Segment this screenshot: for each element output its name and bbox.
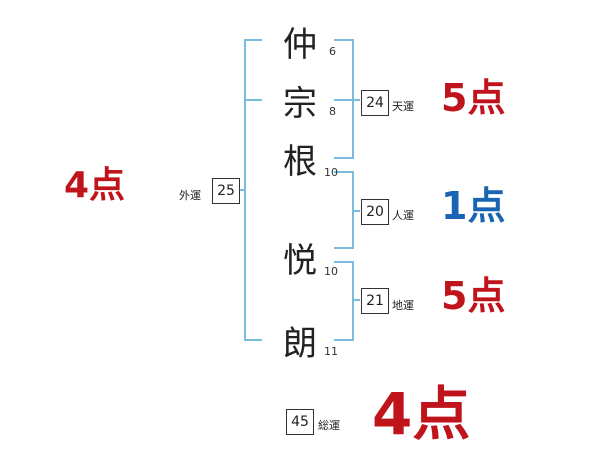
stroke-count-1: 6 <box>329 45 336 58</box>
gaiun-label: 外運 <box>179 189 201 202</box>
tenun-label: 天運 <box>392 100 414 113</box>
stroke-count-4: 10 <box>324 265 338 278</box>
chiun-score: 5点 <box>441 274 506 318</box>
souun-label: 総運 <box>318 419 340 432</box>
chiun-value-box: 21 <box>361 288 389 314</box>
name-char-3: 根 <box>283 142 317 182</box>
name-char-2: 宗 <box>283 84 317 124</box>
gaiun-score: 4点 <box>64 165 126 206</box>
souun-score: 4点 <box>372 380 471 448</box>
stroke-count-3: 10 <box>324 166 338 179</box>
stroke-count-5: 11 <box>324 345 338 358</box>
name-char-4: 悦 <box>283 241 317 281</box>
name-char-5: 朗 <box>283 324 317 364</box>
jinun-bracket <box>334 171 354 249</box>
gaiun-bracket <box>244 39 262 341</box>
jinun-score: 1点 <box>441 184 506 228</box>
gaiun-value-box: 25 <box>212 178 240 204</box>
tenun-score: 5点 <box>441 76 506 120</box>
souun-value-box: 45 <box>286 409 314 435</box>
stroke-count-2: 8 <box>329 105 336 118</box>
chiun-label: 地運 <box>392 299 414 312</box>
jinun-value-box: 20 <box>361 199 389 225</box>
name-char-1: 仲 <box>283 25 317 65</box>
jinun-label: 人運 <box>392 209 414 222</box>
tenun-value-box: 24 <box>361 90 389 116</box>
